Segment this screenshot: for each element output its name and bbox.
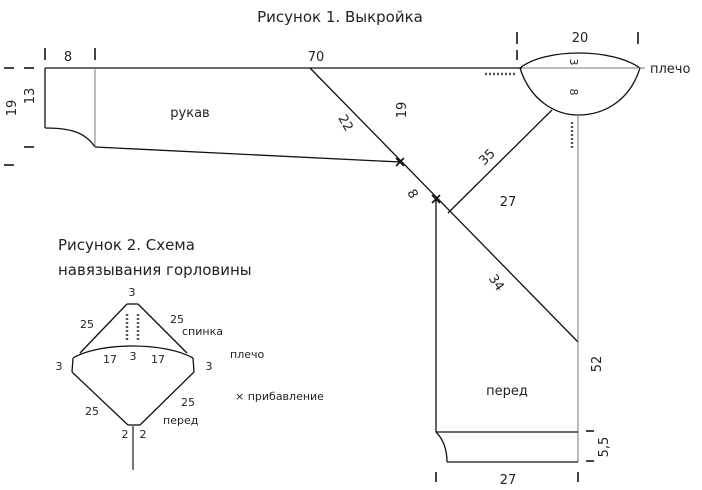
scheme-top-label: 3 xyxy=(129,286,136,299)
diag-22-label: 22 xyxy=(334,112,355,134)
scheme-shoulder-label: плечо xyxy=(230,348,264,361)
neckline-scheme xyxy=(71,303,195,470)
neck-front-depth-label: 8 xyxy=(567,89,580,96)
height-19-label: 19 xyxy=(5,100,20,117)
scheme-right-3-label: 3 xyxy=(206,360,213,373)
shoulder-label: плечо xyxy=(650,62,690,77)
scheme-left-17-label: 17 xyxy=(103,353,117,366)
sleeve-length-label: 70 xyxy=(308,50,325,65)
width-27-bottom-label: 27 xyxy=(500,473,517,488)
hem-5-5-label: 5,5 xyxy=(597,437,612,458)
left-height-ticks xyxy=(4,67,34,166)
figure2-title-line1: Рисунок 2. Схема xyxy=(58,236,195,254)
increase-marker-icon xyxy=(395,157,441,204)
scheme-lower-left-label: 25 xyxy=(85,405,99,418)
cuff-width-label: 8 xyxy=(64,50,72,65)
scheme-upper-right-label: 25 xyxy=(170,313,184,326)
scheme-front-label: перед xyxy=(163,414,199,427)
scheme-bottom-left-label: 2 xyxy=(122,428,129,441)
height-13-label: 13 xyxy=(23,88,38,105)
legend-increase: × прибавление xyxy=(235,390,324,403)
width-27-top-label: 27 xyxy=(500,195,517,210)
diag-34-label: 34 xyxy=(485,272,507,294)
scheme-center-3-label: 3 xyxy=(130,350,137,363)
sleeve-label: рукав xyxy=(170,106,209,121)
scheme-upper-left-label: 25 xyxy=(80,318,94,331)
front-outline xyxy=(435,109,594,482)
neckline xyxy=(485,32,645,148)
scheme-left-3-label: 3 xyxy=(56,360,63,373)
scheme-right-17-label: 17 xyxy=(151,353,165,366)
vert-19-label: 19 xyxy=(395,102,410,119)
scheme-lower-right-label: 25 xyxy=(181,396,195,409)
figure1-title: Рисунок 1. Выкройка xyxy=(257,8,423,26)
figure2-title-line2: навязывания горловины xyxy=(58,261,252,279)
side-52-label: 52 xyxy=(590,356,605,373)
scheme-bottom-right-label: 2 xyxy=(140,428,147,441)
seg-8-label: 8 xyxy=(403,187,420,202)
scheme-back-label: спинка xyxy=(182,325,223,338)
neck-width-label: 20 xyxy=(572,31,589,46)
neck-back-depth-label: 3 xyxy=(567,59,580,66)
sleeve-outline xyxy=(44,48,579,343)
front-label: перед xyxy=(486,384,528,399)
